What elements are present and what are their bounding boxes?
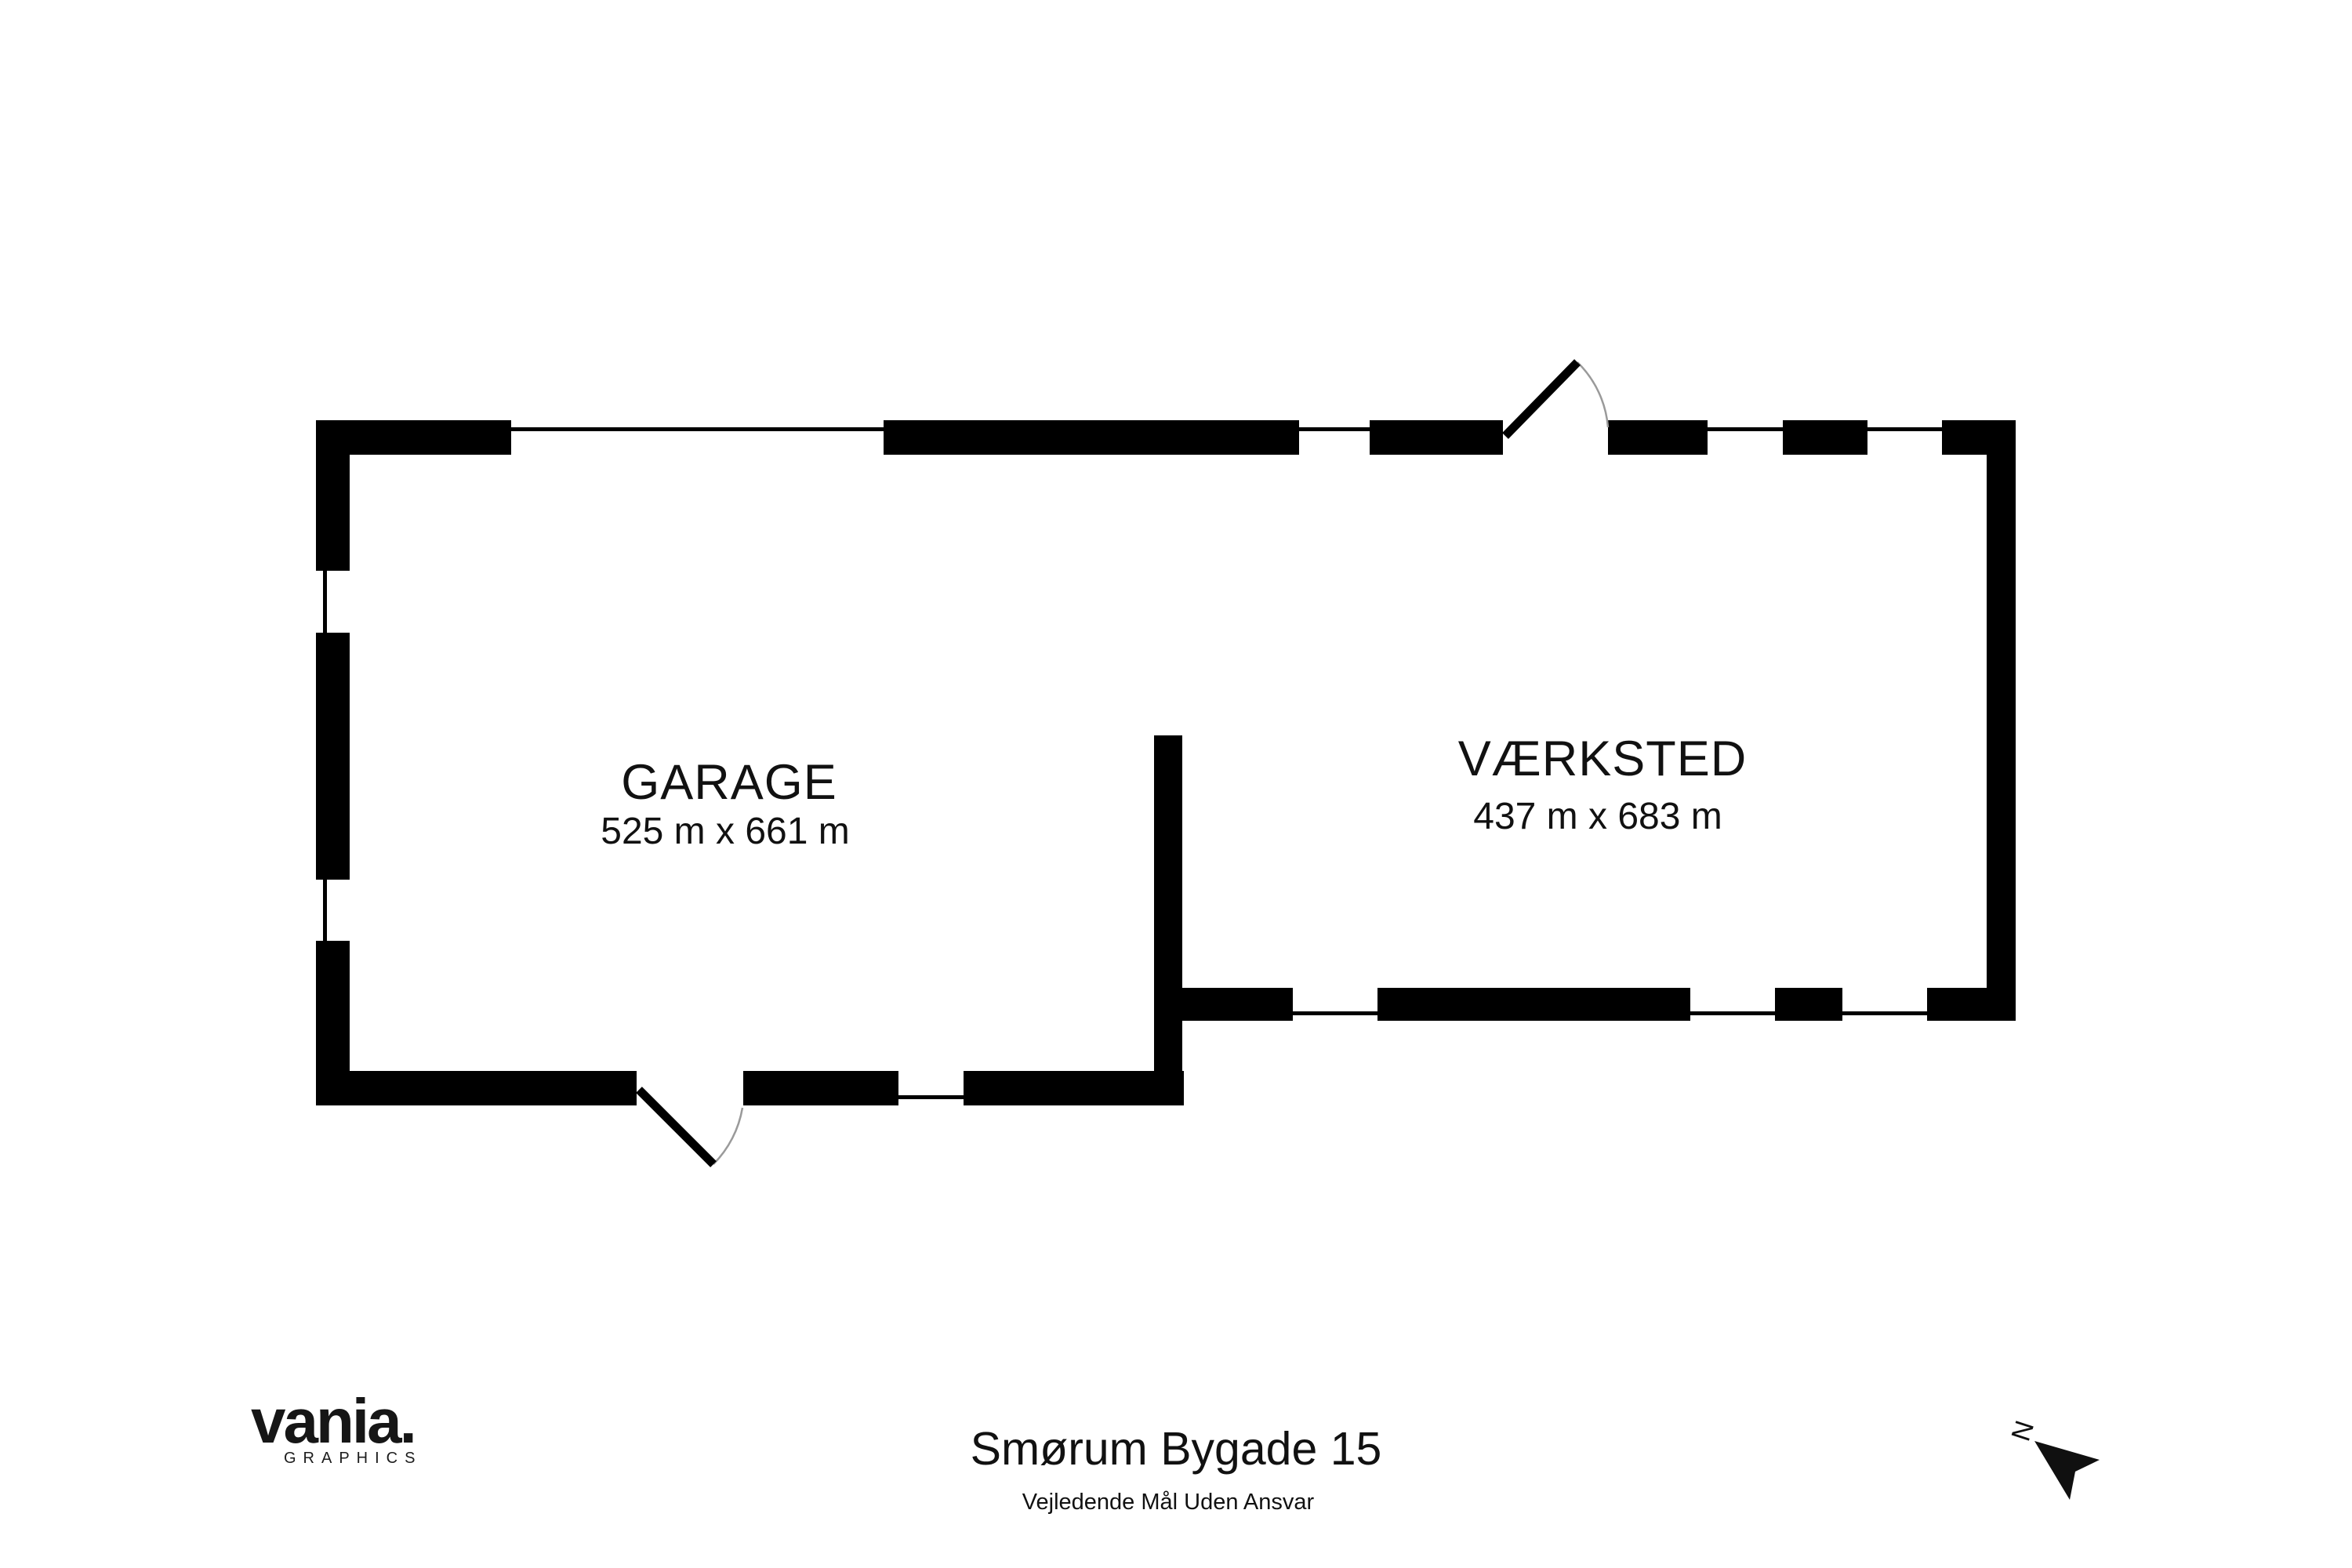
north-arrow: N [2005, 1417, 2100, 1500]
window-vaerksted-bottom-3 [1842, 988, 1927, 1021]
door-swing-arc [1577, 361, 1610, 428]
window-left-upper [316, 571, 350, 633]
room-vaerksted-area [1182, 455, 1987, 988]
disclaimer-text: Vejledende Mål Uden Ansvar [1022, 1490, 1315, 1515]
room-label-garage: GARAGE [621, 755, 837, 810]
logo-subtext: GRAPHICS [284, 1450, 422, 1467]
door-leaf [1502, 359, 1581, 439]
address-title: Smørum Bygade 15 [971, 1423, 1382, 1475]
window-vaerksted-top-1 [1299, 420, 1370, 455]
wall-top-right-segment [1608, 420, 2016, 455]
vania-graphics-logo: vania. GRAPHICS [251, 1386, 422, 1467]
wall-right [1987, 420, 2016, 1021]
wall-interior-divider [1154, 735, 1182, 1105]
logo-wordmark: vania. [251, 1386, 415, 1456]
wall-garage-bottom-left-segment [316, 1071, 637, 1105]
window-vaerksted-top-2 [1708, 420, 1783, 455]
door-leaf [636, 1087, 717, 1167]
window-garage-top [511, 420, 884, 455]
window-vaerksted-top-3 [1867, 420, 1942, 455]
window-vaerksted-bottom-1 [1293, 988, 1377, 1021]
room-dimensions-garage: 525 m x 661 m [601, 811, 849, 852]
wall-left [316, 420, 350, 1105]
door-swing-arc [713, 1107, 744, 1165]
north-arrow-icon [2034, 1441, 2100, 1500]
door-vaerksted-top [1502, 359, 1610, 439]
room-dimensions-vaerksted: 437 m x 683 m [1473, 796, 1722, 837]
door-garage-bottom [636, 1087, 744, 1167]
window-left-lower [316, 880, 350, 941]
north-label: N [2005, 1417, 2039, 1444]
window-garage-bottom [898, 1071, 964, 1105]
room-label-vaerksted: VÆRKSTED [1458, 731, 1748, 786]
window-vaerksted-bottom-2 [1690, 988, 1775, 1021]
windows [316, 420, 1942, 1105]
